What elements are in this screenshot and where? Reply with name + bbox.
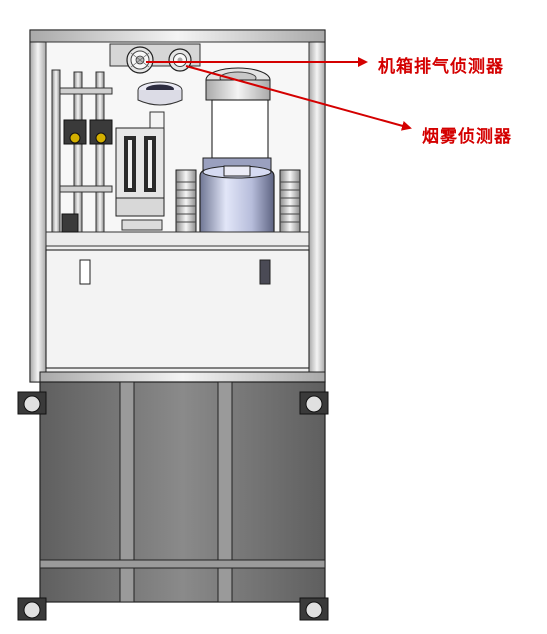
valve-assembly (51, 69, 113, 239)
door-handle-icon[interactable] (259, 259, 271, 285)
smoke-detector-label: 烟雾侦测器 (422, 127, 512, 147)
spring-column-right (279, 169, 301, 233)
intake-dome (137, 81, 183, 106)
arrow-right-icon (185, 65, 412, 131)
lower-cabinet (39, 371, 326, 603)
door-handle-icon[interactable] (79, 259, 91, 285)
middle-panel (45, 249, 310, 369)
spring-column-left (175, 169, 197, 233)
smoke-detector (168, 48, 192, 72)
main-motor (199, 157, 275, 245)
chassis-exhaust-detector (126, 46, 154, 74)
blower-housing (205, 67, 271, 159)
filter-manifold (115, 111, 165, 217)
caster-wheel-icon (17, 391, 329, 621)
base-piping (45, 213, 310, 247)
exhaust-detector-label: 机箱排气侦测器 (378, 57, 504, 77)
